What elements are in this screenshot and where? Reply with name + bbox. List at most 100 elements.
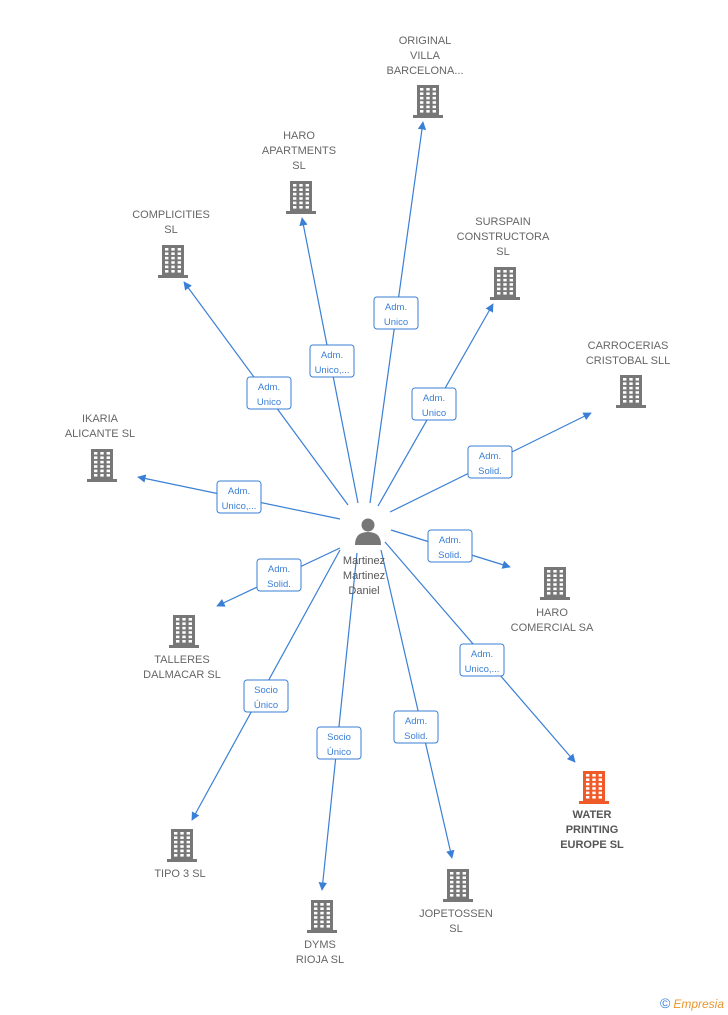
role-box-tipo3 (243, 679, 289, 713)
company-label-water-printing: WATER (573, 809, 612, 821)
company-label-surspain: SURSPAIN (475, 216, 530, 228)
role-badge-ikaria[interactable]: Adm. Unico,... (216, 480, 262, 514)
role-badge-surspain[interactable]: Adm. Unico (411, 387, 457, 421)
role-badge-jopetossen[interactable]: Adm. Solid. (393, 710, 439, 744)
building-icon (307, 900, 337, 933)
building-icon (87, 449, 117, 482)
role-text-ikaria: Adm. (228, 486, 250, 497)
role-text-haro-apartments: Unico,... (315, 365, 350, 376)
company-node-carrocerias[interactable]: CARROCERIAS CRISTOBAL SLL (586, 340, 670, 408)
brand-name: Empresia (673, 997, 724, 1011)
building-icon (169, 615, 199, 648)
building-icon (413, 85, 443, 118)
role-text-jopetossen: Adm. (405, 716, 427, 727)
company-label-dyms: RIOJA SL (296, 954, 344, 966)
building-icon (167, 829, 197, 862)
role-box-ikaria (216, 480, 262, 514)
company-label-complicities: SL (164, 224, 177, 236)
company-label-haro-apartments: HARO (283, 130, 315, 142)
role-text-original-villa: Adm. (385, 302, 407, 313)
role-text-haro-apartments: Adm. (321, 350, 343, 361)
building-icon (540, 567, 570, 600)
company-label-complicities: COMPLICITIES (132, 209, 210, 221)
company-label-haro-apartments: SL (292, 160, 305, 172)
role-box-water-printing (459, 643, 505, 677)
company-node-jopetossen[interactable]: JOPETOSSEN SL (419, 869, 493, 935)
role-box-dyms (316, 726, 362, 760)
role-text-jopetossen: Solid. (404, 731, 428, 742)
company-label-surspain: CONSTRUCTORA (457, 231, 550, 243)
company-label-carrocerias: CARROCERIAS (588, 340, 669, 352)
company-node-surspain[interactable]: SURSPAIN CONSTRUCTORA SL (457, 216, 550, 300)
footer-brand: ©Empresia (660, 995, 724, 1011)
role-text-carrocerias: Adm. (479, 451, 501, 462)
role-text-dyms: Único (327, 747, 351, 758)
company-node-tipo3[interactable]: TIPO 3 SL (154, 829, 206, 880)
company-label-jopetossen: JOPETOSSEN (419, 908, 493, 920)
building-icon (579, 771, 609, 804)
company-node-haro-comercial[interactable]: HARO COMERCIAL SA (511, 567, 594, 634)
role-text-ikaria: Unico,... (222, 501, 257, 512)
company-label-carrocerias: CRISTOBAL SLL (586, 355, 670, 367)
company-node-ikaria[interactable]: IKARIA ALICANTE SL (65, 413, 135, 482)
company-label-haro-comercial: HARO (536, 607, 568, 619)
role-box-haro-comercial (427, 529, 473, 563)
role-badge-complicities[interactable]: Adm. Unico (246, 376, 292, 410)
person-name-label: Martinez (343, 570, 385, 582)
company-node-original-villa[interactable]: ORIGINAL VILLA BARCELONA... (386, 35, 464, 118)
role-badge-water-printing[interactable]: Adm. Unico,... (459, 643, 505, 677)
person-name-label: Martinez (343, 555, 385, 567)
company-label-surspain: SL (496, 246, 509, 258)
role-text-surspain: Adm. (423, 393, 445, 404)
role-text-talleres: Solid. (267, 579, 291, 590)
role-badge-talleres[interactable]: Adm.Solid. (256, 558, 302, 592)
company-label-haro-apartments: APARTMENTS (262, 145, 336, 157)
company-label-jopetossen: SL (449, 923, 462, 935)
company-node-water-printing[interactable]: WATER PRINTING EUROPE SL (560, 771, 624, 851)
company-label-talleres: TALLERES (154, 654, 209, 666)
company-label-water-printing: PRINTING (566, 824, 619, 836)
role-text-dyms: Socio (327, 732, 351, 743)
role-text-tipo3: Único (254, 700, 278, 711)
role-box-surspain (411, 387, 457, 421)
edge-dyms (318, 552, 358, 891)
company-label-original-villa: VILLA (410, 50, 441, 62)
role-text-water-printing: Unico,... (465, 664, 500, 675)
company-label-original-villa: BARCELONA... (386, 65, 463, 77)
company-label-haro-comercial: COMERCIAL SA (511, 622, 594, 634)
company-label-original-villa: ORIGINAL (399, 35, 452, 47)
role-badge-haro-apartments[interactable]: Adm. Unico,... (309, 344, 355, 378)
building-icon (616, 375, 646, 408)
role-text-complicities: Unico (257, 397, 281, 408)
role-box-haro-apartments (309, 344, 355, 378)
company-label-water-printing: EUROPE SL (560, 839, 624, 851)
edge-jopetossen (380, 549, 455, 859)
role-text-surspain: Unico (422, 408, 446, 419)
role-text-haro-comercial: Adm. (439, 535, 461, 546)
nodes-layer: ORIGINAL VILLA BARCELONA... HARO APARTMENTS S… (65, 35, 670, 966)
copyright-symbol: © (659, 995, 671, 1011)
company-node-complicities[interactable]: COMPLICITIES SL (132, 209, 210, 278)
role-text-complicities: Adm. (258, 382, 280, 393)
role-text-water-printing: Adm. (471, 649, 493, 660)
role-text-tipo3: Socio (254, 685, 278, 696)
role-badge-original-villa[interactable]: Adm. Unico (373, 296, 419, 330)
company-node-haro-apartments[interactable]: HARO APARTMENTS SL (262, 130, 336, 214)
role-box-complicities (246, 376, 292, 410)
role-text-carrocerias: Solid. (478, 466, 502, 477)
role-badge-haro-comercial[interactable]: Adm.Solid. (427, 529, 473, 563)
building-icon (158, 245, 188, 278)
role-box-talleres (256, 558, 302, 592)
role-text-original-villa: Unico (384, 317, 408, 328)
company-label-ikaria: IKARIA (82, 413, 119, 425)
role-badge-carrocerias[interactable]: Adm. Solid. (467, 445, 513, 479)
building-icon (490, 267, 520, 300)
company-label-ikaria: ALICANTE SL (65, 428, 135, 440)
